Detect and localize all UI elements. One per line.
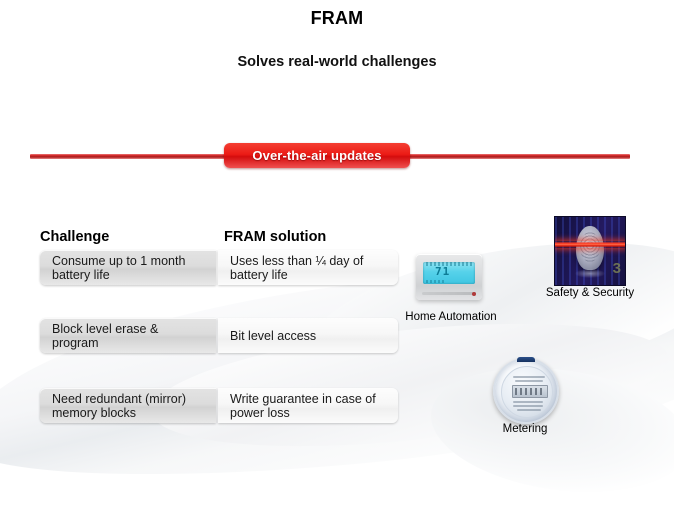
table-row: Block level erase & program Bit level ac… bbox=[40, 318, 398, 353]
solution-cell: Uses less than ¼ day of battery life bbox=[218, 250, 398, 285]
laser-scan-line-icon bbox=[555, 241, 625, 248]
table-row: Consume up to 1 month battery life Uses … bbox=[40, 250, 398, 285]
challenge-cell: Need redundant (mirror) memory blocks bbox=[40, 388, 216, 423]
fingerprint-scanner-icon: 3 bbox=[554, 216, 626, 286]
meter-slat bbox=[517, 409, 541, 411]
meter-slat bbox=[513, 405, 543, 407]
meter-inner-face bbox=[501, 366, 553, 418]
caption-metering: Metering bbox=[502, 423, 548, 435]
lcd-top-segments bbox=[426, 262, 472, 266]
thermostat-body-bar bbox=[422, 292, 476, 295]
fingerprint-shape bbox=[576, 226, 604, 270]
lcd-bottom-segments bbox=[426, 280, 446, 283]
meter-top-cap bbox=[517, 357, 535, 362]
caption-home-automation: Home Automation bbox=[405, 311, 497, 323]
section-banner-label: Over-the-air updates bbox=[252, 148, 382, 163]
meter-slat bbox=[513, 401, 543, 403]
thermostat-lcd-screen: 71 bbox=[423, 262, 475, 284]
slide-title: FRAM bbox=[310, 8, 364, 28]
column-header-solution: FRAM solution bbox=[224, 229, 327, 245]
solution-cell: Bit level access bbox=[218, 318, 398, 353]
table-row: Need redundant (mirror) memory blocks Wr… bbox=[40, 388, 398, 423]
lcd-temperature-value: 71 bbox=[435, 265, 451, 278]
challenge-cell: Consume up to 1 month battery life bbox=[40, 250, 216, 285]
meter-slat bbox=[513, 376, 545, 378]
challenge-cell: Block level erase & program bbox=[40, 318, 216, 353]
electric-meter-icon bbox=[493, 357, 559, 424]
solution-cell: Write guarantee in case of power loss bbox=[218, 388, 398, 423]
thermostat-icon: 71 bbox=[416, 254, 482, 300]
thermostat-indicator-dot bbox=[472, 292, 476, 296]
column-header-challenge: Challenge bbox=[40, 229, 110, 245]
slide-subtitle: Solves real-world challenges bbox=[237, 54, 437, 70]
section-banner: Over-the-air updates bbox=[224, 143, 410, 168]
meter-slat bbox=[515, 380, 543, 382]
caption-safety-security: Safety & Security bbox=[545, 287, 635, 299]
fingerprint-reflection bbox=[575, 269, 605, 278]
scanner-glyph: 3 bbox=[612, 260, 621, 277]
meter-display bbox=[512, 385, 548, 398]
